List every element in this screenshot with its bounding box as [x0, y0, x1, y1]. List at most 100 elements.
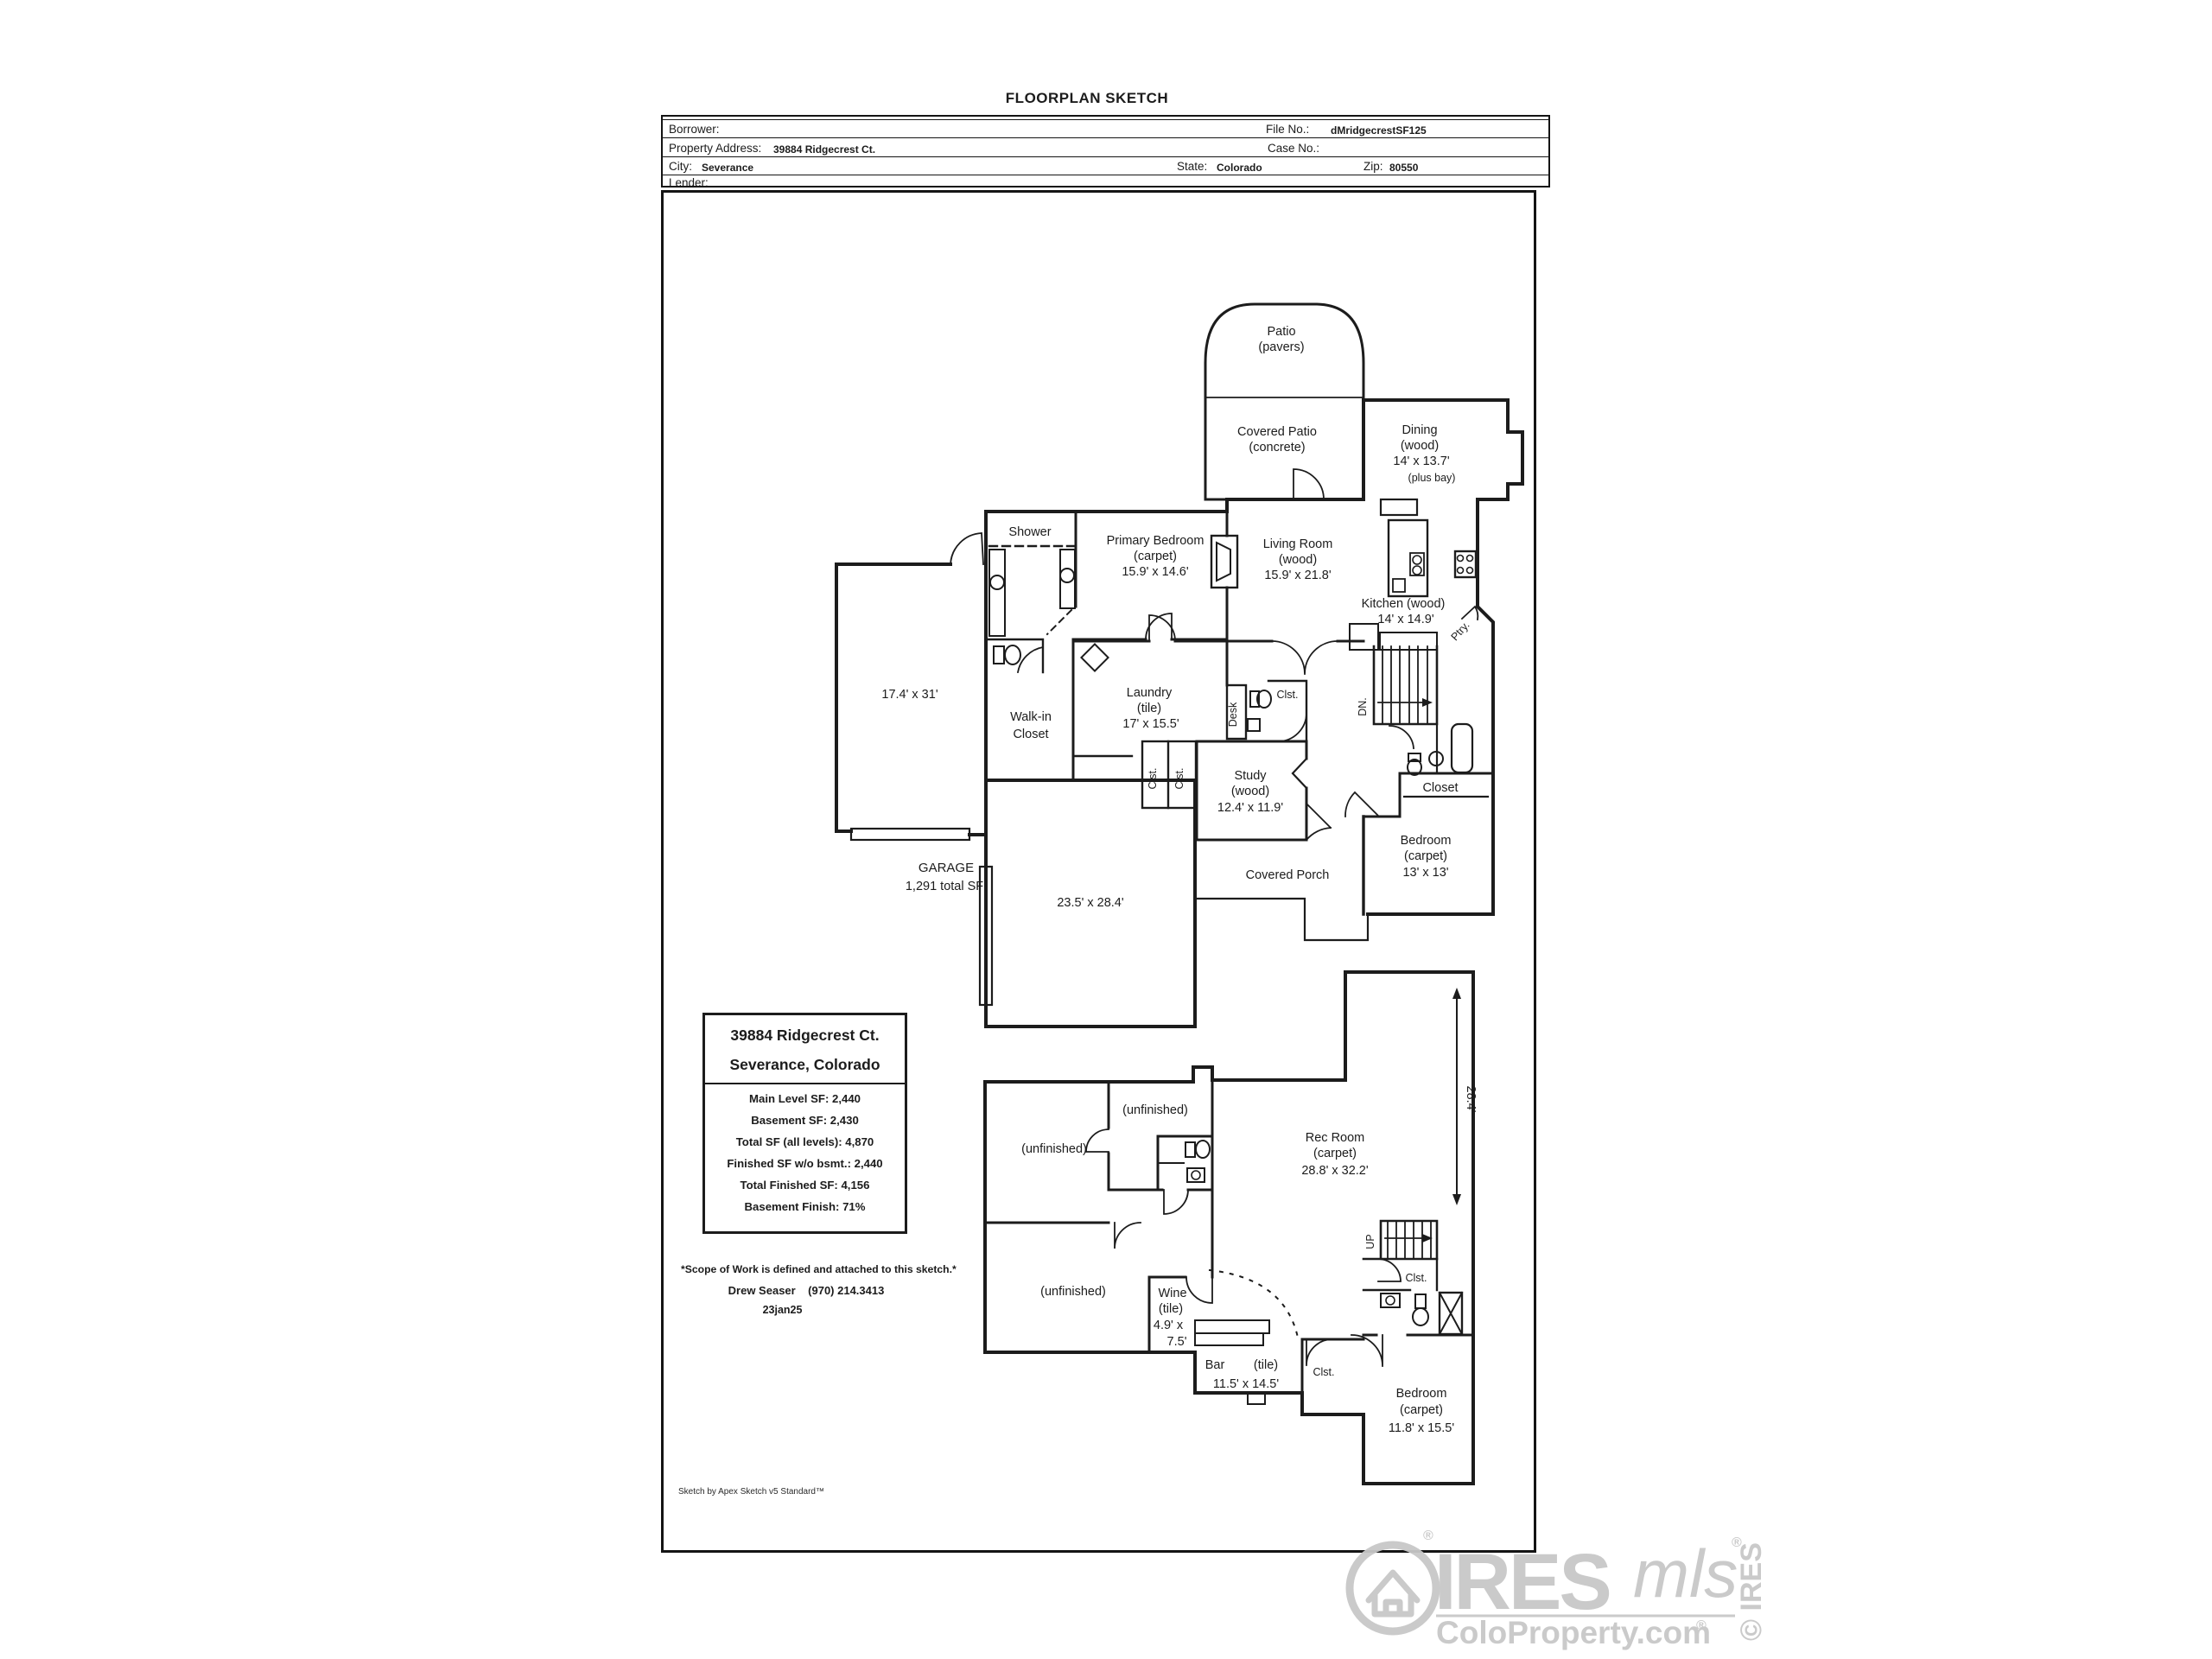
- label-walkin-closet2: Closet: [1013, 728, 1048, 741]
- garage-bay1-walls: [835, 563, 988, 836]
- watermark-copyright: © IRES: [1735, 1542, 1768, 1641]
- porch-edge: [1193, 897, 1370, 942]
- label-study-floor: (wood): [1231, 785, 1269, 798]
- label-bar-floor: (tile): [1254, 1358, 1278, 1372]
- label-garage-bay1-dim: 17.4' x 31': [881, 688, 938, 702]
- tub-icon: [1450, 722, 1474, 774]
- contact-note: Drew Seaser (970) 214.3413: [728, 1284, 885, 1297]
- patio-door-arc: [1293, 468, 1325, 500]
- state-value: Colorado: [1217, 162, 1262, 174]
- label-basement-bedroom-floor: (carpet): [1400, 1403, 1443, 1417]
- patio-walls: [1204, 302, 1365, 501]
- door-arc: [1114, 1222, 1141, 1249]
- label-bedroom: Bedroom: [1401, 834, 1452, 848]
- fireplace-icon-inner: [1216, 541, 1231, 582]
- garage-entry-door-arc: [950, 532, 984, 565]
- pantry-door: [1460, 605, 1479, 621]
- label-bar: Bar: [1205, 1358, 1225, 1372]
- toilet-room-walls: [986, 638, 1045, 674]
- door-arc: [1145, 613, 1173, 640]
- sink-icon: [1412, 565, 1422, 575]
- label-covered-porch: Covered Porch: [1246, 868, 1330, 882]
- label-height-dim: 28.4': [1464, 1086, 1478, 1113]
- label-stairs-up: UP: [1364, 1234, 1376, 1249]
- sink-icon: [1380, 1293, 1401, 1308]
- primary-door-arc: [1148, 614, 1176, 642]
- reg-mark: ®: [1423, 1529, 1433, 1543]
- bath-door-dashed: [1046, 608, 1073, 636]
- sink-icon: [989, 575, 1005, 590]
- bar-opening-dashed: [1208, 1268, 1300, 1344]
- property-address-value: 39884 Ridgecrest Ct.: [773, 143, 876, 156]
- city-label: City:: [669, 160, 692, 173]
- water-heater-icon: [1080, 643, 1109, 672]
- sink-icon: [1428, 751, 1444, 766]
- info-address-line2: Severance, Colorado: [729, 1056, 880, 1073]
- bar-counter: [1194, 1319, 1270, 1334]
- door-arc: [1163, 1189, 1189, 1215]
- label-laundry-dim: 17' x 15.5': [1122, 717, 1179, 731]
- label-garage-bay2-dim: 23.5' x 28.4': [1057, 896, 1124, 910]
- header-table: Borrower: File No.: dMridgecrestSF125 Pr…: [661, 115, 1550, 189]
- stair-treads: [1382, 645, 1428, 725]
- sketch-credit: Sketch by Apex Sketch v5 Standard™: [678, 1487, 824, 1497]
- stat-total-finished: Total Finished SF: 4,156: [740, 1179, 870, 1192]
- label-basement-bedroom: Bedroom: [1396, 1387, 1447, 1401]
- stove-icon: [1453, 550, 1478, 579]
- label-primary-bedroom-dim: 15.9' x 14.6': [1122, 565, 1189, 579]
- property-address-label: Property Address:: [669, 142, 762, 155]
- fireplace-icon: [1210, 534, 1239, 589]
- sink-icon: [1059, 568, 1075, 583]
- label-study: Study: [1234, 769, 1267, 783]
- label-basement-bedroom-dim: 11.8' x 15.5': [1389, 1421, 1454, 1435]
- bedroom-door-arc: [1344, 791, 1381, 818]
- label-covered-patio-surface: (concrete): [1249, 441, 1305, 454]
- sink-icon: [1186, 1167, 1205, 1183]
- label-primary-bedroom-floor: (carpet): [1134, 550, 1177, 563]
- label-study-dim: 12.4' x 11.9': [1217, 801, 1283, 815]
- wine-door-arc: [1185, 1276, 1213, 1304]
- burner-icon: [1465, 566, 1474, 575]
- label-kitchen: Kitchen (wood): [1362, 597, 1446, 611]
- label-unfinished-2: (unfinished): [1021, 1142, 1087, 1156]
- toilet-icon: [1249, 690, 1260, 708]
- label-closet-b: Clst.: [1173, 768, 1185, 790]
- watermark-brand: IRES: [1434, 1538, 1610, 1626]
- island-sink: [1409, 552, 1425, 576]
- label-stairs-down: DN.: [1357, 697, 1369, 716]
- label-bedroom-floor: (carpet): [1404, 849, 1447, 863]
- ires-watermark: ® IRES mls ® ColoProperty.com ® © IRES: [1345, 1529, 1768, 1650]
- date-note: 23jan25: [762, 1304, 803, 1316]
- stat-main-level-sf: Main Level SF: 2,440: [749, 1092, 861, 1105]
- toilet-icon: [993, 645, 1005, 664]
- label-unfinished-1: (unfinished): [1122, 1103, 1188, 1117]
- stair-arrowhead: [1422, 1234, 1433, 1243]
- bedroom-door-arc: [1351, 1334, 1383, 1367]
- door-arc: [1389, 725, 1414, 749]
- toilet-icon: [1408, 753, 1421, 762]
- label-closet-stairs: Clst.: [1406, 1272, 1427, 1284]
- city-value: Severance: [702, 162, 754, 174]
- state-label: State:: [1177, 160, 1208, 173]
- label-rec-room-dim: 28.8' x 32.2': [1301, 1164, 1369, 1178]
- label-wine-dim2: 7.5': [1167, 1335, 1187, 1349]
- pocket-door-chevron: [1291, 757, 1308, 790]
- main-level-plan: Shower Primary Bedroom (carpet) 15.9' x …: [835, 302, 1524, 1028]
- outer-wall-bedroom: [1366, 772, 1495, 916]
- label-patio: Patio: [1267, 325, 1295, 339]
- watermark-site: ColoProperty.com: [1436, 1615, 1711, 1650]
- label-closet-a: Clst.: [1147, 768, 1159, 790]
- property-info-box: 39884 Ridgecrest Ct. Severance, Colorado…: [702, 1013, 907, 1234]
- basement-plan: (unfinished) (unfinished) (unfinished) R…: [983, 970, 1478, 1485]
- porch-door-arc: [1305, 802, 1332, 842]
- dishwasher-icon: [1392, 578, 1406, 593]
- zip-label: Zip:: [1363, 160, 1383, 173]
- label-garage-sf: 1,291 total SF: [906, 880, 983, 893]
- shower-stall-x: [1438, 1291, 1464, 1336]
- toilet-icon: [1004, 645, 1021, 665]
- label-closet: Closet: [1422, 781, 1458, 795]
- vanity-left: [988, 549, 1006, 637]
- house-icon: [1365, 1569, 1421, 1618]
